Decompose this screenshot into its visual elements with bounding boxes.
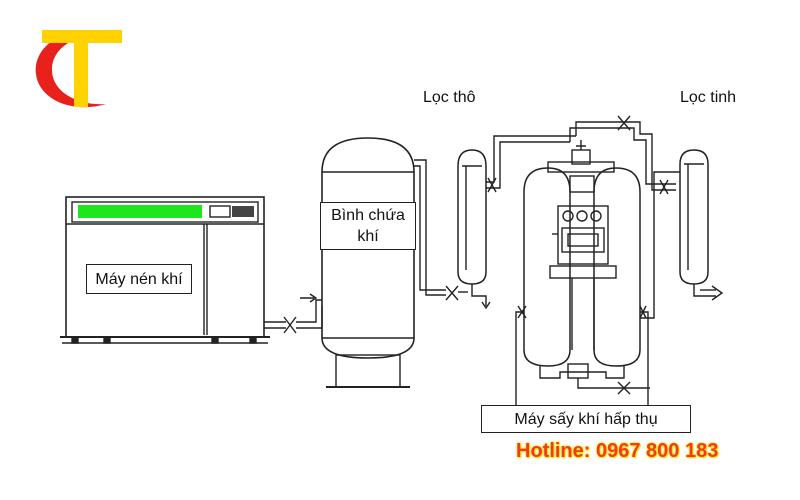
pipe-compressor-to-tank: [264, 293, 323, 334]
tank-label-line2: khí: [357, 228, 379, 245]
fine-filter-label: Lọc tinh: [680, 89, 737, 106]
logo-c-shape: [35, 32, 106, 108]
fine-filter: [679, 149, 724, 301]
logo-t-stem: [74, 43, 88, 107]
tank-label-line1: Bình chứa: [331, 207, 405, 224]
compressor-green-panel: [78, 205, 202, 218]
air-compressor: [60, 196, 270, 344]
company-logo: [35, 30, 122, 108]
pipe-tank-to-coarse-filter: [414, 159, 468, 301]
compressor-label: Máy nén khí: [95, 270, 183, 288]
hotline-text[interactable]: Hotline: 0967 800 183: [516, 440, 719, 462]
air-tank: [321, 137, 415, 388]
logo-t-bar: [42, 30, 122, 43]
adsorption-dryer: [515, 140, 680, 408]
coarse-filter-label: Lọc thô: [423, 89, 476, 106]
dryer-label: Máy sấy khí hấp thụ: [514, 410, 658, 428]
compressor-label-box: Máy nén khí: [86, 264, 192, 294]
tank-label-box: Bình chứa khí: [320, 202, 416, 250]
dryer-label-box: Máy sấy khí hấp thụ: [481, 405, 691, 433]
coarse-filter: [457, 115, 676, 310]
